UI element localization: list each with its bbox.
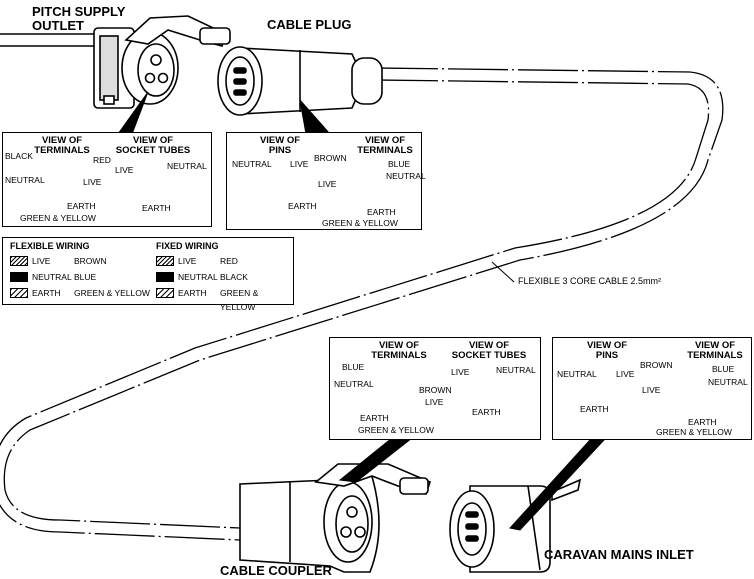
- legend-role: LIVE: [32, 256, 51, 266]
- outlet-view-panel: [2, 132, 212, 227]
- inlet-pin-earth-label: EARTH: [580, 404, 609, 414]
- outlet-black-label: BLACK: [5, 151, 33, 161]
- inlet-blue-label: BLUE: [712, 364, 735, 374]
- outlet-earth-label: EARTH: [67, 201, 96, 211]
- wiring-legend: [2, 237, 294, 305]
- outlet-tube-earth-label: EARTH: [142, 203, 171, 213]
- cable-label-pointer: [491, 261, 515, 283]
- legend-flexible-earth-row: EARTH GREEN & YELLOW: [10, 286, 150, 300]
- legend-colour: BLACK: [220, 272, 248, 282]
- legend-flexible-title: FLEXIBLE WIRING: [10, 241, 90, 251]
- plug-view-terminals-heading: VIEW OF TERMINALS: [357, 135, 413, 156]
- legend-flexible-neutral-row: NEUTRAL BLUE: [10, 270, 150, 284]
- coupler-view-panel: [329, 337, 541, 440]
- legend-role: LIVE: [178, 256, 197, 266]
- legend-colour: BLUE: [74, 272, 97, 282]
- cable-coupler-drawing: [239, 463, 431, 573]
- flexible-cable-label: FLEXIBLE 3 CORE CABLE 2.5mm²: [518, 276, 662, 286]
- legend-fixed-live-row: LIVE RED: [156, 254, 292, 268]
- pitch-supply-outlet-label: PITCH SUPPLY OUTLET: [32, 4, 126, 33]
- cable-plug-drawing: [217, 46, 383, 116]
- inlet-pin-live-label: LIVE: [616, 369, 635, 379]
- legend-colour: GREEN & YELLOW: [220, 288, 259, 312]
- earth-swatch-icon: [10, 288, 28, 298]
- inlet-green-yellow-label: GREEN & YELLOW: [656, 427, 732, 437]
- legend-role: NEUTRAL: [178, 272, 218, 282]
- outlet-green-yellow-label: GREEN & YELLOW: [20, 213, 96, 223]
- inlet-view-terminals-heading: VIEW OF TERMINALS: [687, 340, 743, 361]
- coupler-green-yellow-label: GREEN & YELLOW: [358, 425, 434, 435]
- pitch-supply-outlet-drawing: [0, 15, 231, 109]
- legend-fixed-earth-row: EARTH GREEN & YELLOW: [156, 286, 292, 312]
- coupler-tube-earth-label: EARTH: [472, 407, 501, 417]
- coupler-brown-label: BROWN: [419, 385, 452, 395]
- outlet-view-terminals-heading: VIEW OF TERMINALS: [34, 135, 90, 156]
- inlet-brown-label: BROWN: [640, 360, 673, 370]
- outlet-tube-live-label: LIVE: [115, 165, 134, 175]
- cable-plug-label: CABLE PLUG: [267, 17, 352, 32]
- plug-view-panel: [226, 132, 422, 230]
- plug-green-yellow-label: GREEN & YELLOW: [322, 218, 398, 228]
- legend-colour: RED: [220, 256, 238, 266]
- plug-live-label: LIVE: [318, 179, 337, 189]
- live-swatch-icon: [156, 256, 174, 266]
- coupler-blue-label: BLUE: [342, 362, 365, 372]
- outlet-red-label: RED: [93, 155, 111, 165]
- plug-brown-label: BROWN: [314, 153, 347, 163]
- outlet-tube-neutral-label: NEUTRAL: [167, 161, 207, 171]
- plug-pin-earth-label: EARTH: [288, 201, 317, 211]
- inlet-view-pins-heading: VIEW OF PINS: [586, 340, 628, 361]
- plug-blue-label: BLUE: [388, 159, 411, 169]
- coupler-live-label: LIVE: [425, 397, 444, 407]
- earth-swatch-icon: [156, 288, 174, 298]
- legend-colour: GREEN & YELLOW: [74, 288, 150, 298]
- legend-role: EARTH: [178, 288, 207, 298]
- flexible-cable: [0, 67, 724, 541]
- caravan-mains-inlet-label: CARAVAN MAINS INLET: [544, 547, 694, 562]
- coupler-tube-neutral-label: NEUTRAL: [496, 365, 536, 375]
- plug-neutral-label: NEUTRAL: [386, 171, 426, 181]
- coupler-neutral-label: NEUTRAL: [334, 379, 374, 389]
- coupler-view-terminals-heading: VIEW OF TERMINALS: [371, 340, 427, 361]
- cable-coupler-label: CABLE COUPLER: [220, 563, 332, 578]
- coupler-tube-live-label: LIVE: [451, 367, 470, 377]
- neutral-swatch-icon: [10, 272, 28, 282]
- neutral-swatch-icon: [156, 272, 174, 282]
- plug-earth-label: EARTH: [367, 207, 396, 217]
- plug-pin-neutral-label: NEUTRAL: [232, 159, 272, 169]
- inlet-view-panel: [552, 337, 752, 440]
- inlet-earth-label: EARTH: [688, 417, 717, 427]
- outlet-neutral-label: NEUTRAL: [5, 175, 45, 185]
- inlet-live-label: LIVE: [642, 385, 661, 395]
- live-swatch-icon: [10, 256, 28, 266]
- legend-role: EARTH: [32, 288, 61, 298]
- coupler-view-socket-tubes-heading: VIEW OF SOCKET TUBES: [451, 340, 527, 361]
- outlet-view-socket-tubes-heading: VIEW OF SOCKET TUBES: [115, 135, 191, 156]
- inlet-neutral-label: NEUTRAL: [708, 377, 748, 387]
- legend-role: NEUTRAL: [32, 272, 72, 282]
- legend-flexible-live-row: LIVE BROWN: [10, 254, 150, 268]
- legend-fixed-title: FIXED WIRING: [156, 241, 219, 251]
- legend-fixed-neutral-row: NEUTRAL BLACK: [156, 270, 292, 284]
- legend-colour: BROWN: [74, 256, 107, 266]
- inlet-pin-neutral-label: NEUTRAL: [557, 369, 597, 379]
- plug-view-pins-heading: VIEW OF PINS: [259, 135, 301, 156]
- outlet-live-label: LIVE: [83, 177, 102, 187]
- coupler-earth-label: EARTH: [360, 413, 389, 423]
- plug-pin-live-label: LIVE: [290, 159, 309, 169]
